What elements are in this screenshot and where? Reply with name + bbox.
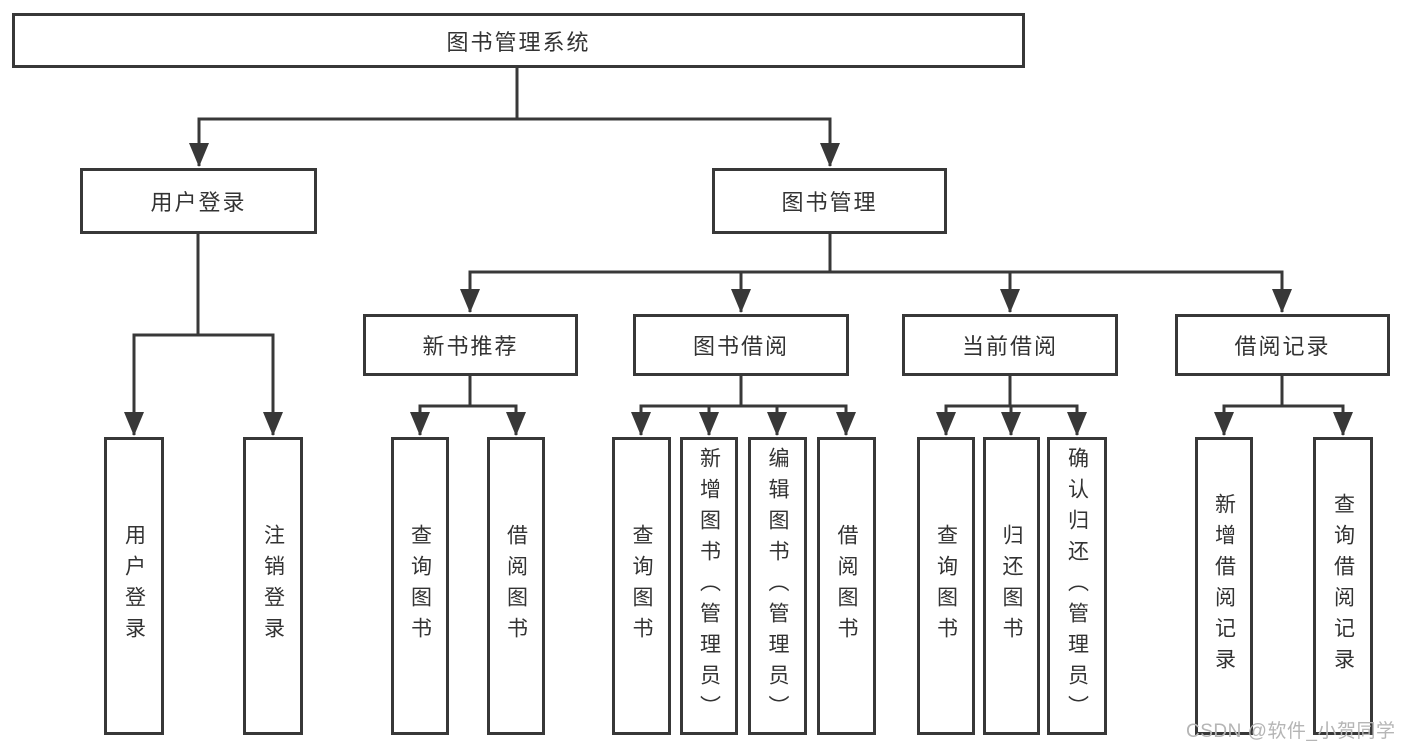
leaf-newbooks-query-books: 查询图书 [391, 437, 449, 735]
leaf-borrowing-add-books-admin-label: 新增图书（管理员） [697, 446, 721, 726]
leaf-borrowing-query-books: 查询图书 [612, 437, 671, 735]
node-borrowing-records: 借阅记录 [1175, 314, 1390, 376]
leaf-records-query-borrow-record: 查询借阅记录 [1313, 437, 1373, 735]
csdn-watermark: CSDN @软件_小贺同学 [1186, 721, 1396, 742]
node-new-book-recommend: 新书推荐 [363, 314, 578, 376]
leaf-user-login: 用户登录 [104, 437, 164, 735]
node-user-login: 用户登录 [80, 168, 317, 234]
leaf-current-confirm-return-admin: 确认归还（管理员） [1047, 437, 1107, 735]
leaf-current-query-books: 查询图书 [917, 437, 975, 735]
leaf-newbooks-query-books-label: 查询图书 [408, 524, 432, 648]
leaf-newbooks-borrow-books-label: 借阅图书 [504, 524, 528, 648]
leaf-borrowing-edit-books-admin-label: 编辑图书（管理员） [766, 446, 789, 726]
leaf-current-return-books: 归还图书 [983, 437, 1040, 735]
leaf-newbooks-borrow-books: 借阅图书 [487, 437, 545, 735]
leaf-borrowing-query-books-label: 查询图书 [630, 524, 653, 648]
node-library-system: 图书管理系统 [12, 13, 1025, 68]
leaf-borrowing-edit-books-admin: 编辑图书（管理员） [748, 437, 807, 735]
node-book-management: 图书管理 [712, 168, 947, 234]
leaf-current-confirm-return-admin-label: 确认归还（管理员） [1065, 446, 1089, 726]
leaf-user-login-label: 用户登录 [122, 524, 146, 648]
leaf-logout-label: 注销登录 [261, 524, 285, 648]
leaf-records-add-borrow-record-label: 新增借阅记录 [1212, 493, 1236, 679]
node-book-borrowing: 图书借阅 [633, 314, 849, 376]
leaf-logout: 注销登录 [243, 437, 303, 735]
leaf-records-add-borrow-record: 新增借阅记录 [1195, 437, 1253, 735]
leaf-current-query-books-label: 查询图书 [934, 524, 958, 648]
leaf-current-return-books-label: 归还图书 [1000, 524, 1023, 648]
node-current-borrowing: 当前借阅 [902, 314, 1118, 376]
leaf-borrowing-borrow-books: 借阅图书 [817, 437, 876, 735]
leaf-borrowing-borrow-books-label: 借阅图书 [835, 524, 858, 648]
leaf-borrowing-add-books-admin: 新增图书（管理员） [680, 437, 738, 735]
leaf-records-query-borrow-record-label: 查询借阅记录 [1331, 493, 1355, 679]
